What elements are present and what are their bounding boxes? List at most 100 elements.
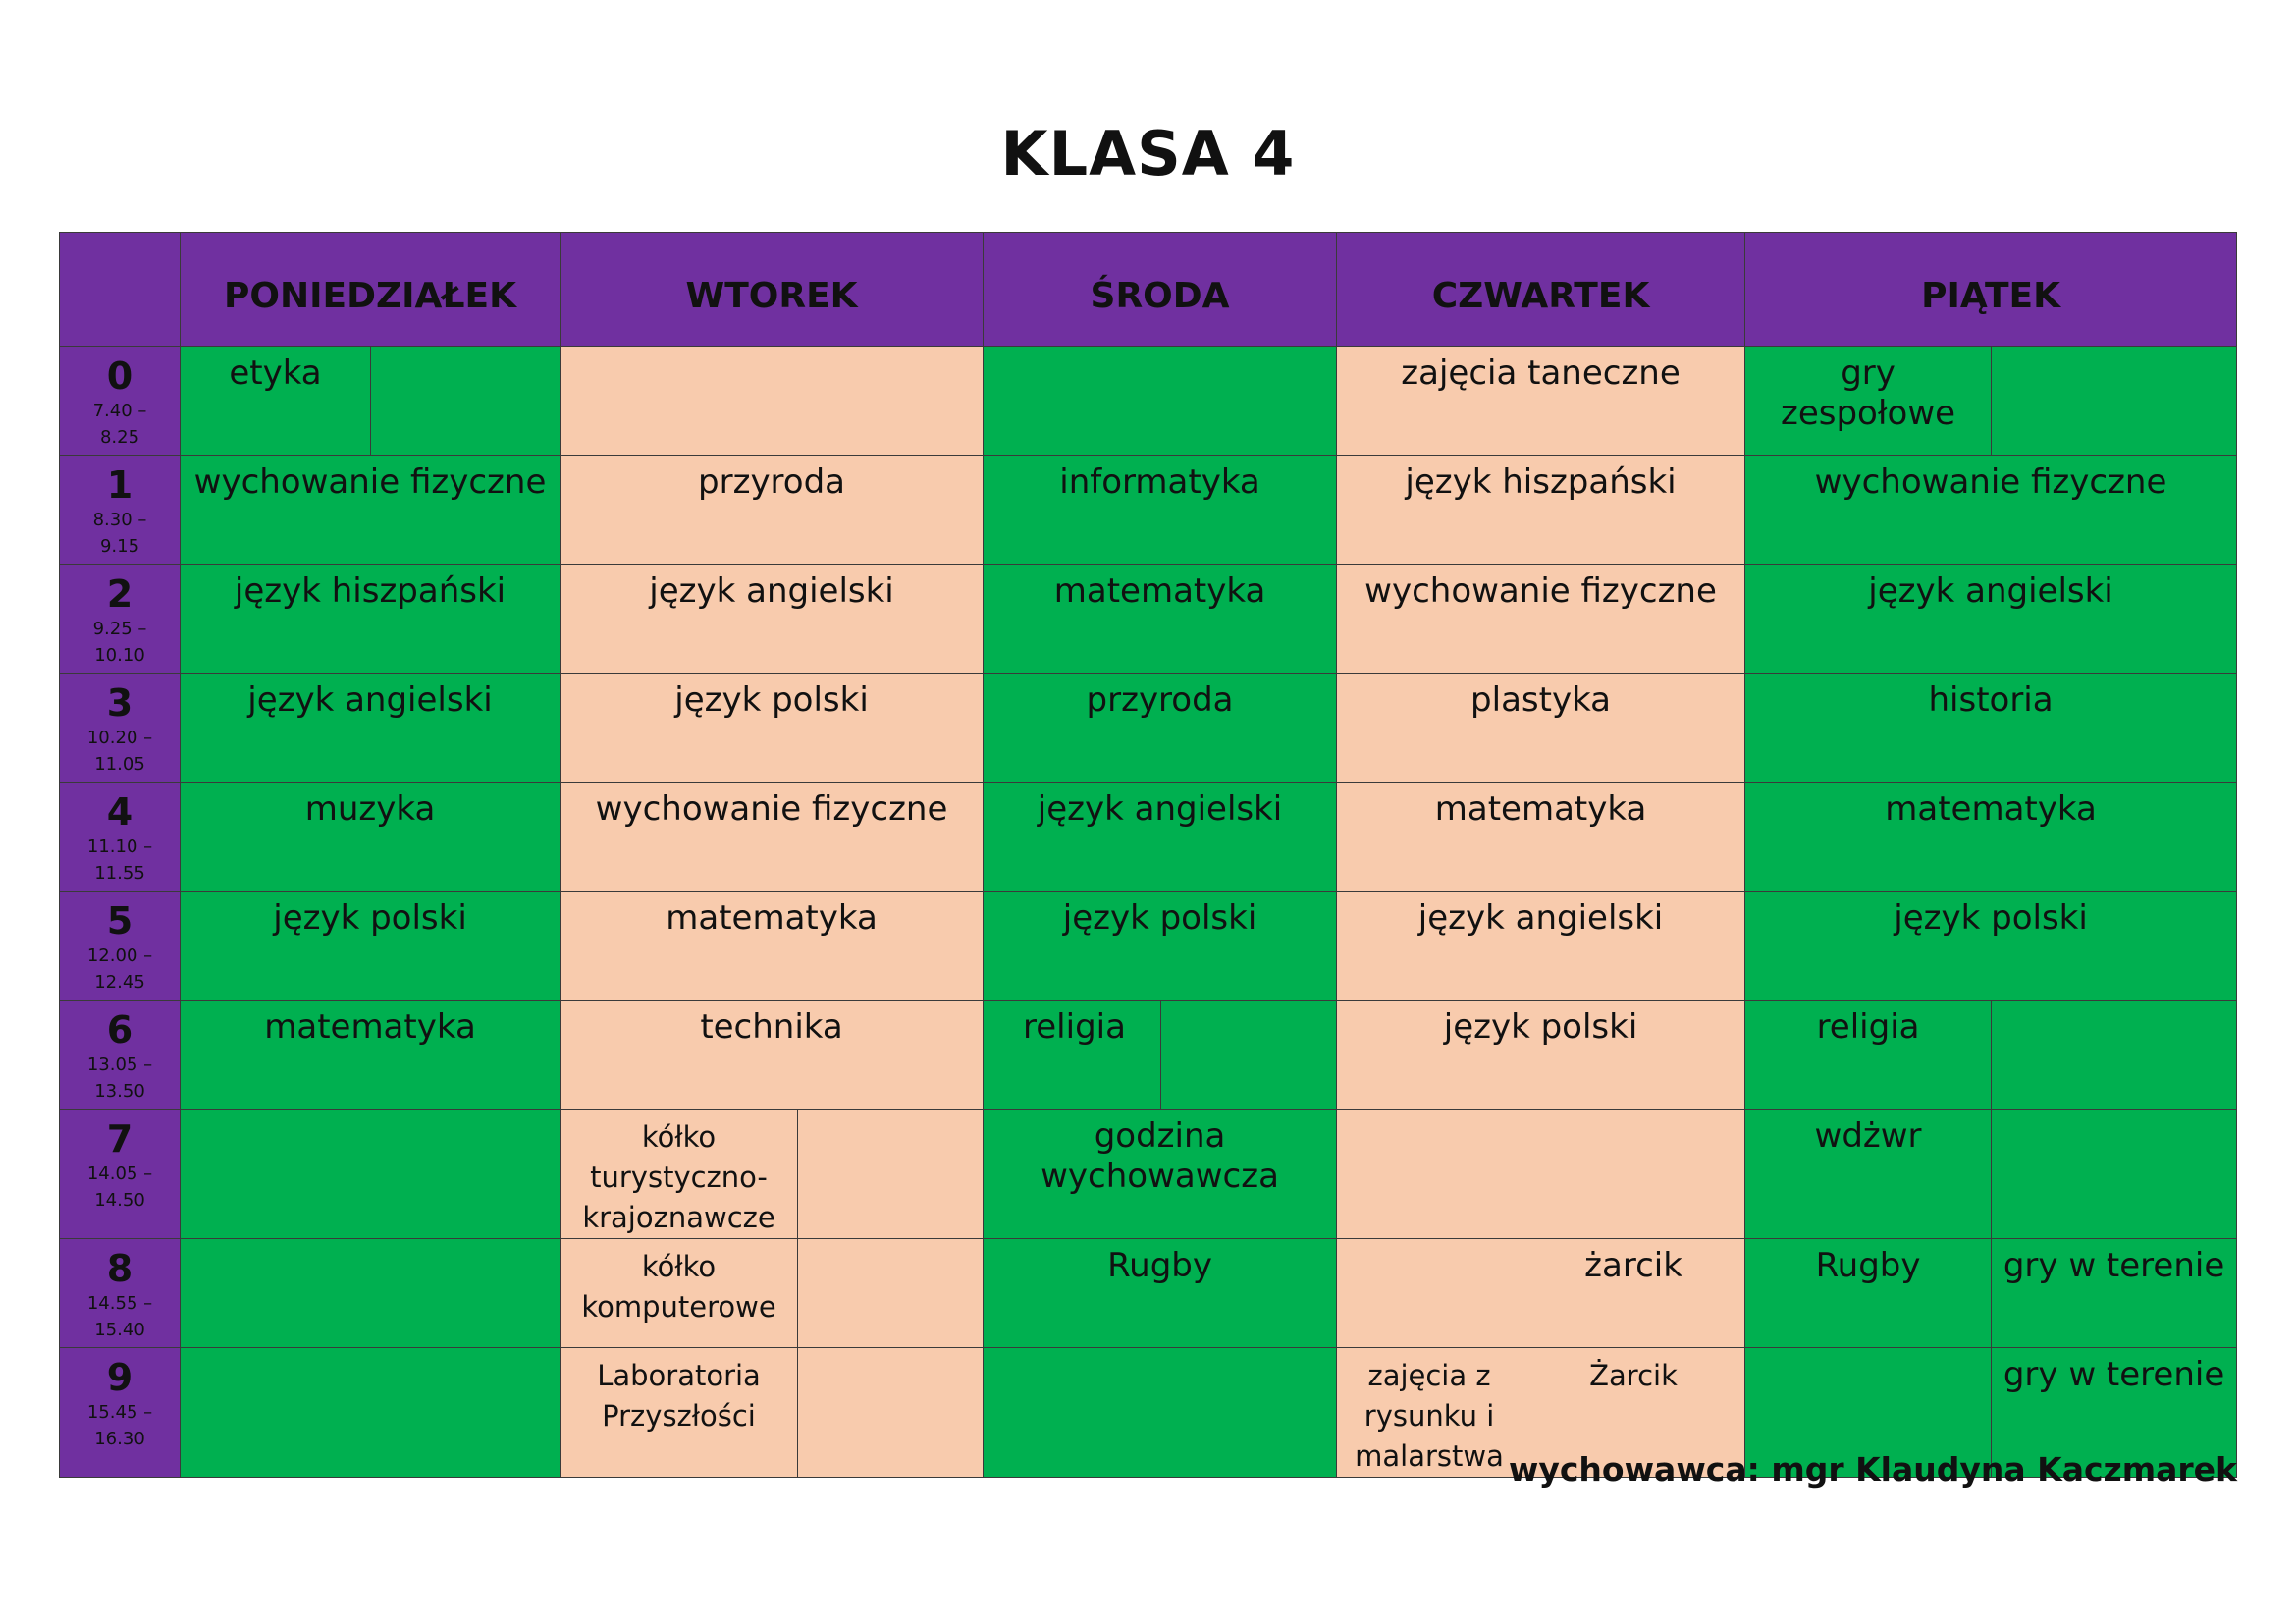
lesson-cell: wychowanie fizyczne [1744,455,2238,565]
period-row-7: 7 14.05 – 14.50 kółko turystyczno-krajoz… [59,1109,2238,1239]
period-row-6: 6 13.05 – 13.50 matematyka technika reli… [59,1000,2238,1110]
lesson-name: wdżwr [1814,1116,1922,1156]
lesson-name: informatyka [1059,462,1260,502]
lesson-name: matematyka [1434,789,1647,829]
period-label: 4 11.10 – 11.55 [59,782,181,892]
lesson-cell: plastyka [1336,673,1746,783]
lesson-name: kółko turystyczno-krajoznawcze [582,1120,775,1234]
lesson-cell: religia [983,1000,1162,1110]
lesson-name: wychowanie fizyczne [1814,462,2167,502]
lesson-cell: język polski [1336,1000,1746,1110]
homeroom-teacher: wychowawca: mgr Klaudyna Kaczmarek [1508,1450,2237,1489]
lesson-name: Laboratoria Przyszłości [597,1359,761,1433]
lesson-cell: Laboratoria Przyszłości [560,1347,799,1478]
period-number: 0 [106,354,133,398]
period-time-end: 9.15 [99,536,140,557]
period-label: 6 13.05 – 13.50 [59,1000,181,1110]
period-label: 7 14.05 – 14.50 [59,1109,181,1239]
period-label: 1 8.30 – 9.15 [59,455,181,565]
lesson-name: język polski [1443,1007,1638,1047]
period-number: 1 [106,463,133,507]
lesson-name: Żarcik [1589,1359,1678,1392]
lesson-cell: Rugby [983,1238,1338,1348]
lesson-name: matematyka [1885,789,2097,829]
lesson-cell: język angielski [179,673,561,783]
period-time-end: 12.45 [94,972,145,993]
period-time-start: 12.00 – [86,946,153,966]
empty-cell [1991,1000,2238,1110]
lesson-cell: kółko komputerowe [560,1238,799,1348]
period-row-1: 1 8.30 – 9.15 wychowanie fizyczne przyro… [59,455,2238,565]
lesson-name: religia [1816,1007,1920,1047]
lesson-cell: język polski [179,891,561,1001]
empty-cell [179,1109,561,1239]
lesson-cell: informatyka [983,455,1338,565]
lesson-cell: język polski [983,891,1338,1001]
lesson-cell: zajęcia z rysunku i malarstwa [1336,1347,1523,1478]
period-number: 7 [106,1117,133,1161]
period-label: 5 12.00 – 12.45 [59,891,181,1001]
lesson-cell: gry w terenie [1991,1238,2238,1348]
period-label: 2 9.25 – 10.10 [59,564,181,674]
period-number: 4 [106,790,133,834]
lesson-name: język hiszpański [1405,462,1677,502]
period-row-4: 4 11.10 – 11.55 muzyka wychowanie fizycz… [59,782,2238,892]
lesson-cell: godzina wychowawcza [983,1109,1338,1239]
lesson-cell: wychowanie fizyczne [1336,564,1746,674]
period-label: 0 7.40 – 8.25 [59,346,181,456]
lesson-cell: język angielski [983,782,1338,892]
lesson-cell: kółko turystyczno-krajoznawcze [560,1109,799,1239]
lesson-name: język angielski [1417,898,1664,938]
period-time-start: 8.30 – [92,510,147,530]
empty-cell [369,346,561,456]
lesson-cell: język polski [1744,891,2238,1001]
lesson-cell: matematyka [1336,782,1746,892]
lesson-name: technika [700,1007,843,1047]
empty-cell [797,1347,985,1478]
period-time-start: 14.55 – [86,1293,153,1314]
lesson-name: zajęcia z rysunku i malarstwa [1355,1359,1504,1473]
lesson-name: język polski [1062,898,1257,938]
period-row-9: 9 15.45 – 16.30 Laboratoria Przyszłości … [59,1347,2238,1478]
lesson-name: język polski [674,680,869,720]
lesson-cell: język hiszpański [179,564,561,674]
lesson-cell: język hiszpański [1336,455,1746,565]
period-time-start: 7.40 – [92,401,147,421]
period-label: 9 15.45 – 16.30 [59,1347,181,1478]
empty-cell [1160,1000,1338,1110]
lesson-cell: historia [1744,673,2238,783]
lesson-name: historia [1928,680,2054,720]
period-time-start: 14.05 – [86,1164,153,1184]
period-time-start: 10.20 – [86,728,153,748]
lesson-name: język polski [1894,898,2088,938]
lesson-name: plastyka [1470,680,1612,720]
lesson-name: wychowanie fizyczne [193,462,547,502]
page-title: KLASA 4 [1000,118,1296,189]
lesson-name: gry w terenie [2002,1355,2225,1394]
lesson-cell: matematyka [179,1000,561,1110]
lesson-name: język angielski [649,571,894,611]
lesson-cell: gry w terenie [1991,1347,2238,1478]
lesson-name: język angielski [1868,571,2113,611]
lesson-cell: język angielski [1336,891,1746,1001]
empty-cell [1991,346,2238,456]
empty-cell [983,1347,1338,1478]
empty-cell [983,346,1338,456]
period-number: 9 [106,1356,133,1399]
lesson-name: gry zespołowe [1781,353,1956,433]
lesson-cell: wychowanie fizyczne [560,782,985,892]
lesson-cell: język angielski [1744,564,2238,674]
period-row-8: 8 14.55 – 15.40 kółko komputerowe Rugby … [59,1238,2238,1348]
period-row-5: 5 12.00 – 12.45 język polski matematyka … [59,891,2238,1001]
lesson-cell: wdżwr [1744,1109,1993,1239]
period-time-end: 16.30 [94,1429,145,1449]
period-label: 3 10.20 – 11.05 [59,673,181,783]
period-time-end: 10.10 [94,645,145,666]
lesson-name: przyroda [698,462,846,502]
period-number: 2 [106,572,133,616]
period-time-end: 13.50 [94,1081,145,1102]
lesson-cell: wychowanie fizyczne [179,455,561,565]
lesson-cell: Rugby [1744,1238,1993,1348]
empty-cell [1744,1347,1993,1478]
lesson-name: matematyka [1053,571,1266,611]
